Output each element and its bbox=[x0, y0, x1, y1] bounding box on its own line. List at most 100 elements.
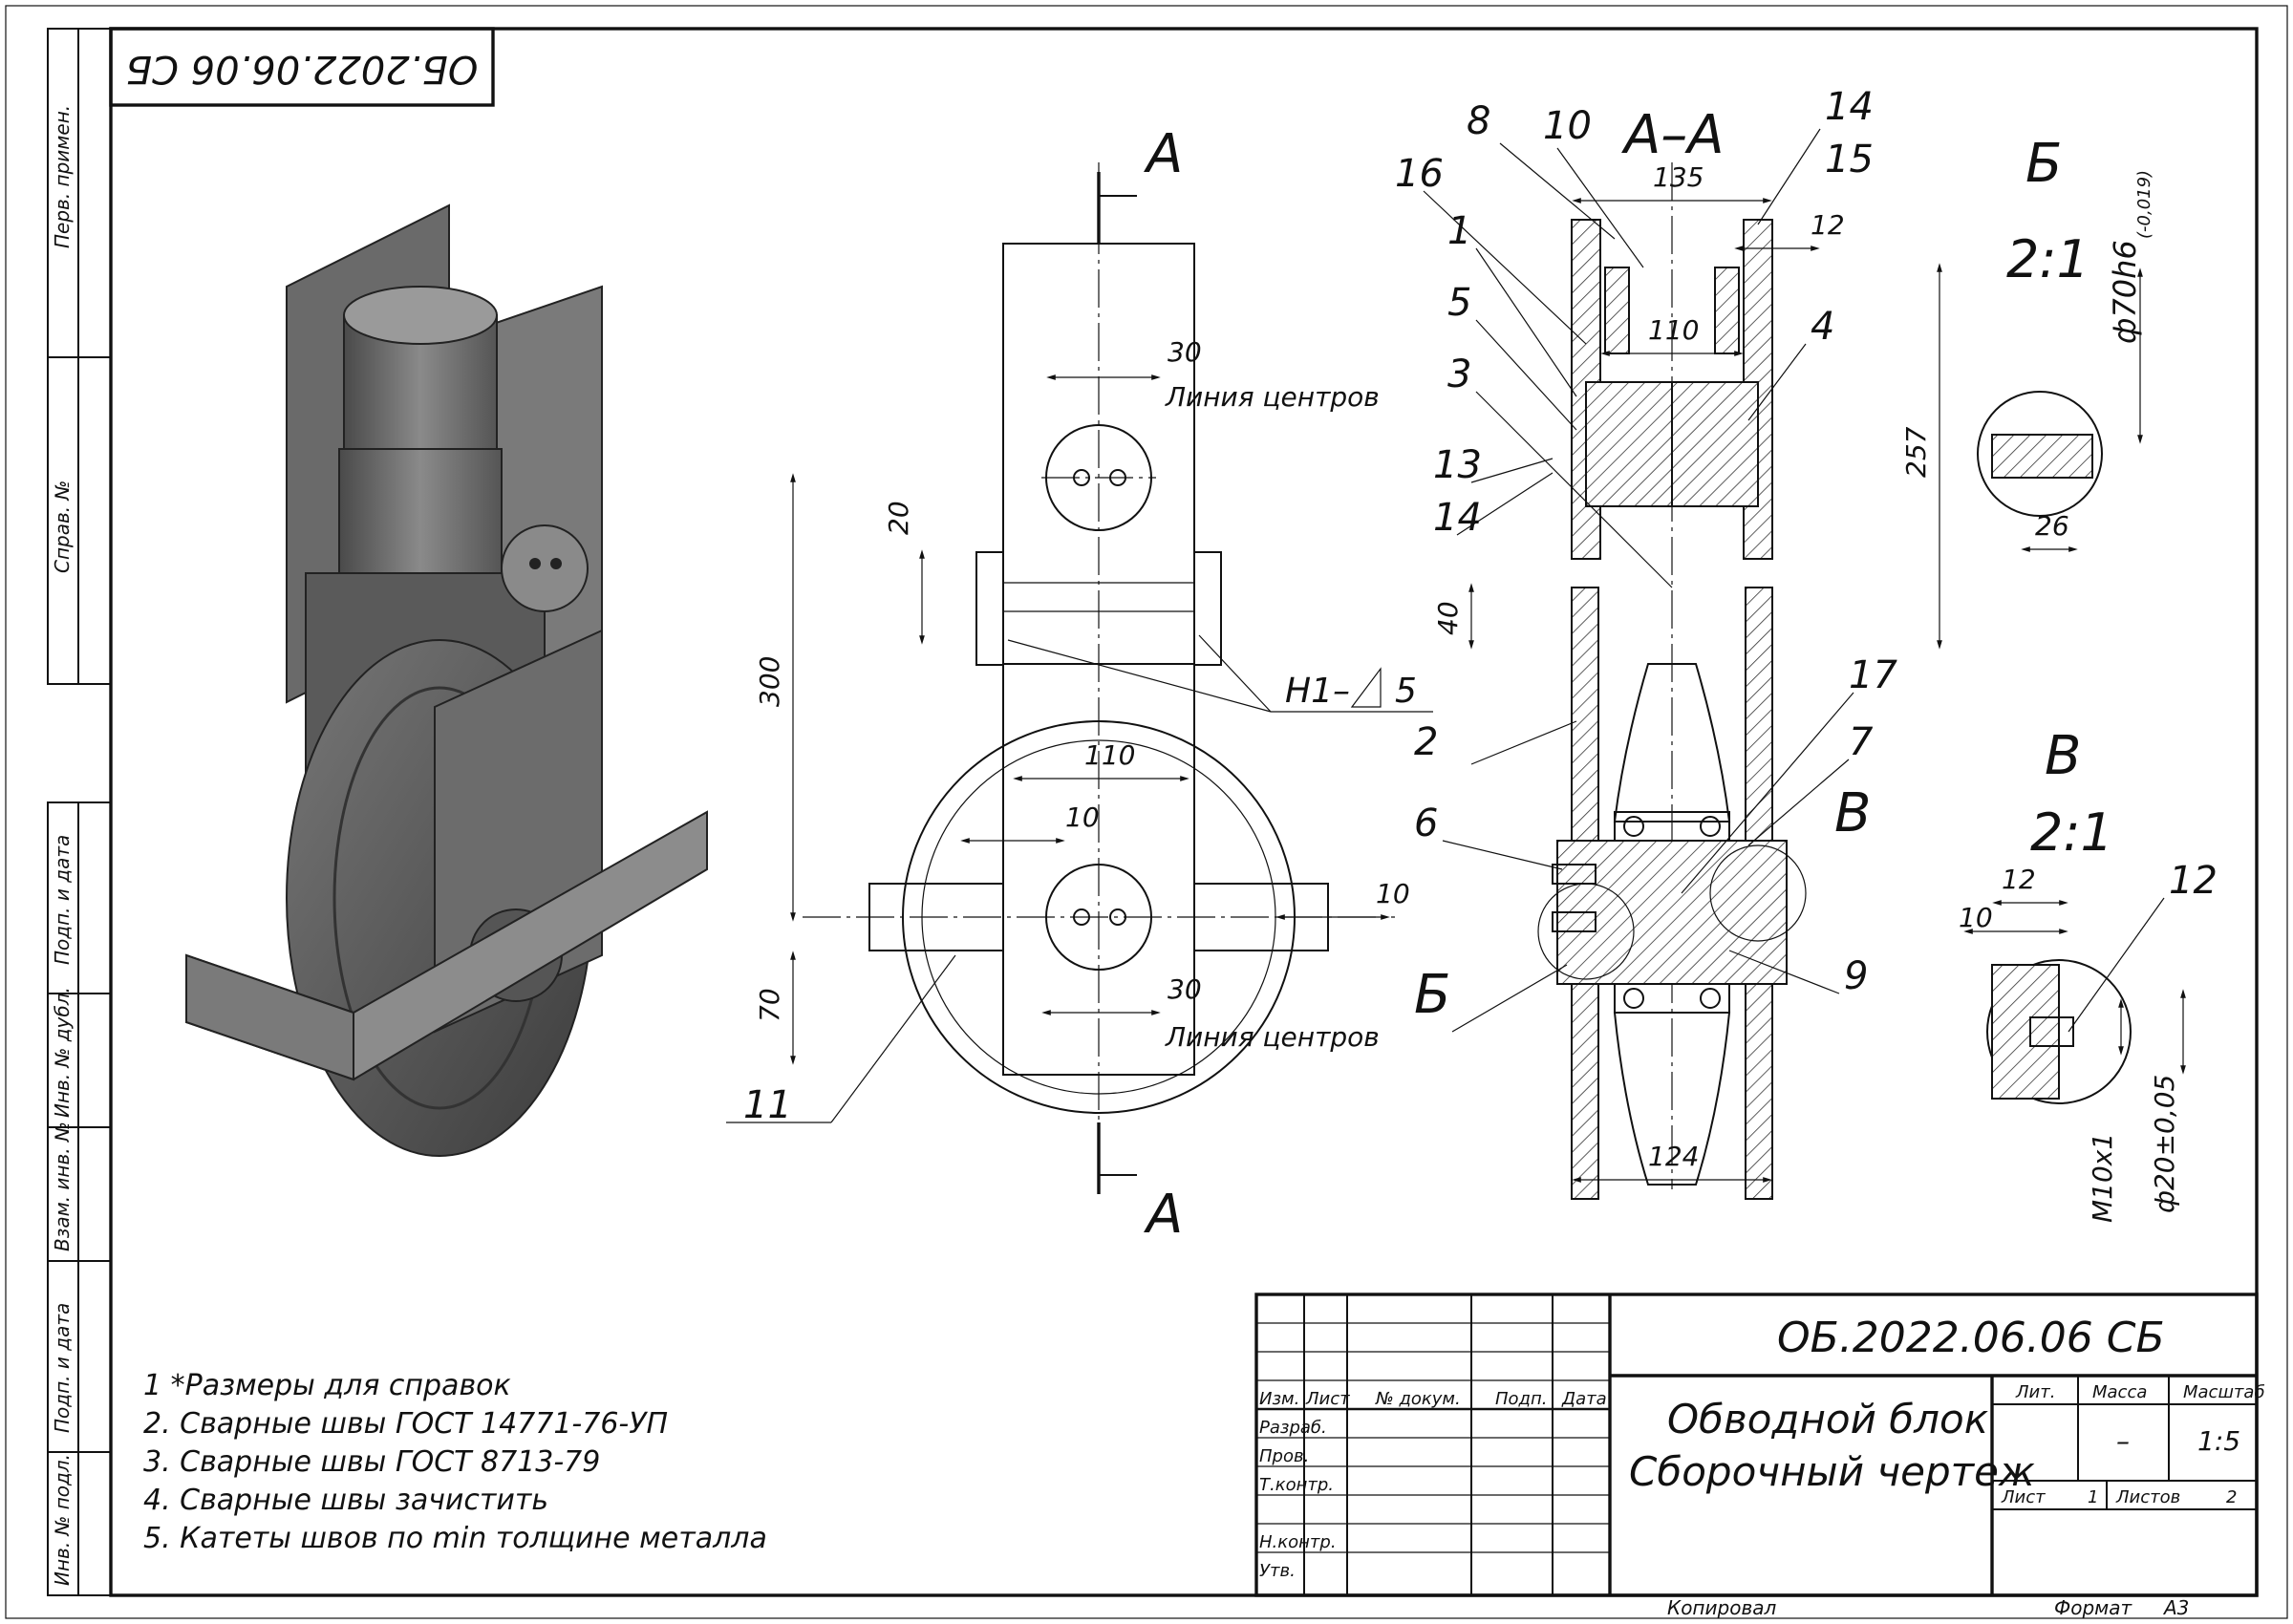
notes: 1 *Размеры для справок 2. Сварные швы ГО… bbox=[143, 1369, 767, 1555]
detail-title: Б bbox=[2025, 133, 2062, 195]
section-title: А–А bbox=[1621, 104, 1725, 166]
centerline-label: Линия центров bbox=[1165, 1021, 1380, 1053]
callout: 12 bbox=[2169, 859, 2218, 903]
title-block-rows bbox=[1256, 1322, 1610, 1553]
row-label: Утв. bbox=[1259, 1561, 1296, 1581]
dim-text: 124 bbox=[1648, 1141, 1699, 1172]
side-label: Справ. № bbox=[51, 481, 74, 573]
dim-text: 257 bbox=[1900, 426, 1932, 478]
detail-v: В 2:1 12 10 12 М10х1 ф20±0,05 bbox=[1959, 725, 2218, 1223]
copied-label: Копировал bbox=[1667, 1596, 1776, 1619]
dim-text: 300 bbox=[754, 656, 785, 707]
callouts: 8 10 14 15 16 1 5 3 13 14 4 2 17 7 6 9 В… bbox=[1395, 85, 1897, 1026]
dim-text: 135 bbox=[1653, 161, 1704, 193]
mass-label: Масса bbox=[2092, 1382, 2147, 1402]
callout: 6 bbox=[1414, 801, 1438, 845]
row-label: Пров. bbox=[1259, 1446, 1309, 1466]
mass-value: – bbox=[2116, 1425, 2130, 1457]
callout: 14 bbox=[1825, 85, 1874, 129]
doc-code-top: ОБ.2022.06.06 СБ bbox=[126, 47, 479, 91]
side-label: Инв. № подл. bbox=[51, 1454, 74, 1586]
side-label: Взам. инв. № bbox=[51, 1122, 74, 1251]
note: 1 *Размеры для справок bbox=[143, 1369, 511, 1402]
document-type: Сборочный чертеж bbox=[1629, 1448, 2035, 1495]
callout: 16 bbox=[1395, 152, 1444, 196]
dia: ф20±0,05 bbox=[2149, 1075, 2180, 1213]
scale-label: Масштаб bbox=[2183, 1382, 2265, 1402]
detail-ref: В bbox=[1834, 782, 1871, 844]
sheet-frame bbox=[5, 5, 2288, 1619]
title-block: ОБ.2022.06.06 СБ Обводной блок Сборочный… bbox=[1254, 1293, 2265, 1619]
doc-code-top-box: ОБ.2022.06.06 СБ bbox=[109, 27, 495, 107]
scale-value: 1:5 bbox=[2197, 1425, 2240, 1457]
callout: 3 bbox=[1447, 353, 1471, 396]
section-mark: А bbox=[1144, 123, 1183, 185]
callout: 5 bbox=[1447, 281, 1471, 325]
section-aa-dims: 135 110 12 257 40 124 8 10 14 15 16 1 5 … bbox=[1395, 85, 1942, 1183]
dim-text: 30 bbox=[1168, 973, 1202, 1005]
row-label: Н.контр. bbox=[1259, 1532, 1337, 1552]
dim-text: 110 bbox=[1648, 314, 1699, 346]
callout: 15 bbox=[1825, 138, 1874, 182]
front-view-dims: А А 30 Линия центров 300 20 110 10 10 30… bbox=[726, 123, 1433, 1246]
callout: 9 bbox=[1844, 954, 1868, 998]
note: 5. Катеты швов по min толщине металла bbox=[143, 1522, 767, 1555]
detail-ref: Б bbox=[1414, 964, 1450, 1026]
dim-text: 40 bbox=[1432, 601, 1464, 635]
dim-text: 12 bbox=[1811, 209, 1845, 241]
note: 4. Сварные швы зачистить bbox=[143, 1484, 548, 1517]
detail-scale: 2:1 bbox=[2030, 802, 2113, 863]
col-header: Лист bbox=[1305, 1389, 1350, 1409]
callout: 17 bbox=[1849, 653, 1897, 697]
weld-leg: 5 bbox=[1395, 672, 1417, 711]
sheet-value: 1 bbox=[2088, 1487, 2098, 1507]
dim-text: 26 bbox=[2035, 510, 2069, 542]
format-label: Формат bbox=[2054, 1596, 2132, 1619]
document-name: Обводной блок bbox=[1667, 1396, 1989, 1442]
detail-scale: 2:1 bbox=[2006, 229, 2089, 289]
callout: 1 bbox=[1447, 209, 1471, 253]
note: 2. Сварные швы ГОСТ 14771-76-УП bbox=[143, 1407, 668, 1441]
col-header: Подп. bbox=[1495, 1389, 1547, 1409]
dim-text: 20 bbox=[883, 501, 914, 535]
callout: 14 bbox=[1433, 496, 1482, 540]
doc-code: ОБ.2022.06.06 СБ bbox=[1777, 1314, 2165, 1362]
side-label: Подп. и дата bbox=[51, 1303, 74, 1433]
dim-text: 10 bbox=[1959, 902, 1993, 933]
isometric-view bbox=[185, 203, 708, 1157]
thread: М10х1 bbox=[2087, 1133, 2118, 1223]
lit-label: Лит. bbox=[2015, 1382, 2055, 1402]
callout: 7 bbox=[1849, 720, 1874, 764]
dim-fit: ф70h6 bbox=[2107, 240, 2143, 344]
dim-text: 12 bbox=[2002, 864, 2036, 895]
detail-title: В bbox=[2045, 725, 2081, 787]
centerline-label: Линия центров bbox=[1165, 381, 1380, 413]
dim-text: 110 bbox=[1084, 739, 1135, 771]
row-label: Т.контр. bbox=[1259, 1475, 1334, 1495]
dim-text: 10 bbox=[1065, 801, 1100, 833]
weld-symbol: Н1– bbox=[1285, 672, 1350, 711]
sheet-label: Лист bbox=[2001, 1487, 2046, 1507]
callout: 10 bbox=[1543, 104, 1592, 148]
detail-b: Б 2:1 ф70h6 (-0,019) 26 bbox=[1977, 133, 2154, 552]
callout: 8 bbox=[1467, 99, 1490, 143]
callout: 4 bbox=[1811, 305, 1834, 349]
callout: 13 bbox=[1433, 443, 1482, 487]
col-header: № докум. bbox=[1375, 1389, 1461, 1409]
dim-tol: (-0,019) bbox=[2134, 170, 2154, 239]
section-mark: А bbox=[1144, 1184, 1183, 1246]
side-label: Инв. № дубл. bbox=[51, 987, 74, 1118]
note: 3. Сварные швы ГОСТ 8713-79 bbox=[143, 1445, 600, 1479]
row-label: Разраб. bbox=[1259, 1418, 1327, 1438]
section-aa: А–А bbox=[1537, 104, 1807, 1200]
col-header: Изм. bbox=[1259, 1389, 1299, 1409]
side-label: Подп. и дата bbox=[51, 835, 74, 965]
callout: 2 bbox=[1414, 720, 1438, 764]
sheets-label: Листов bbox=[2115, 1487, 2180, 1507]
dim-text: 10 bbox=[1376, 878, 1410, 909]
col-header: Дата bbox=[1561, 1389, 1607, 1409]
format-value: А3 bbox=[2162, 1596, 2189, 1619]
side-labels: Перв. примен. Справ. № Подп. и дата Инв.… bbox=[51, 105, 74, 1586]
callout: 11 bbox=[743, 1083, 792, 1127]
